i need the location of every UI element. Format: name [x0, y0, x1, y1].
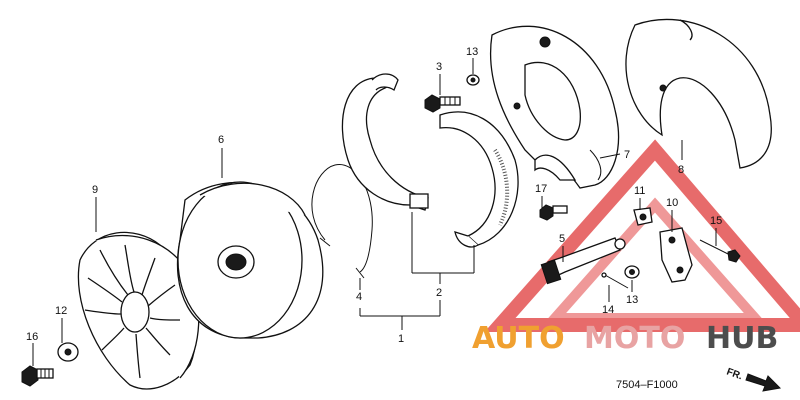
bolt-part-16 — [21, 365, 54, 387]
label-part-4: 4 — [356, 291, 362, 303]
label-part-6: 6 — [218, 134, 224, 146]
label-part-17: 17 — [535, 183, 547, 195]
label-part-13-bottom: 13 — [626, 294, 638, 306]
label-part-7: 7 — [624, 149, 630, 161]
leader-lines — [32, 58, 717, 366]
bolt-part-15 — [699, 239, 741, 263]
label-part-13-top: 13 — [466, 46, 478, 58]
label-part-11: 11 — [634, 185, 645, 197]
label-part-12: 12 — [55, 305, 67, 317]
pin-bolt-part-3 — [424, 94, 461, 113]
watermark-brand-text: AUTO MOTO HUB — [472, 321, 778, 356]
brake-shoe-right-part-2 — [439, 111, 519, 248]
label-part-16: 16 — [26, 331, 38, 343]
watermark-hub-text: HUB — [706, 321, 778, 356]
brake-drum-part-6 — [176, 181, 324, 339]
watermark-auto-text: AUTO — [472, 321, 565, 356]
hub-cover-part-9 — [77, 231, 200, 390]
cotter-pin-part-14 — [601, 272, 629, 289]
brake-arm-part-10 — [659, 227, 693, 283]
part-number-labels: 9 6 3 13 4 2 1 12 16 17 7 8 11 10 15 5 1… — [26, 46, 722, 345]
label-part-2: 2 — [436, 287, 442, 299]
label-part-14: 14 — [602, 304, 614, 316]
front-direction-label: FR. — [725, 366, 744, 382]
label-part-3: 3 — [436, 61, 442, 73]
brake-cam-part-5 — [540, 237, 626, 285]
bolt-part-17 — [539, 204, 568, 221]
washer-part-13-top — [466, 74, 480, 86]
watermark-moto-text: MOTO — [584, 321, 685, 356]
watermark-triangle-logo — [484, 139, 800, 332]
front-arrow-icon — [745, 373, 782, 392]
indicator-plate-part-11 — [633, 207, 653, 226]
label-part-1: 1 — [398, 333, 404, 345]
dust-plate-part-8 — [625, 18, 772, 169]
label-part-5: 5 — [559, 233, 565, 245]
label-part-8: 8 — [678, 164, 684, 176]
label-part-10: 10 — [666, 197, 678, 209]
label-part-15: 15 — [710, 215, 722, 227]
label-part-9: 9 — [92, 184, 98, 196]
diagram-code: 7504–F1000 — [616, 379, 678, 391]
brake-shoe-left-part-2 — [341, 73, 429, 211]
washer-part-13-bottom — [624, 265, 640, 279]
front-direction-indicator: FR. — [725, 366, 782, 392]
washer-part-12 — [57, 342, 79, 362]
brake-panel-part-7 — [489, 25, 620, 189]
